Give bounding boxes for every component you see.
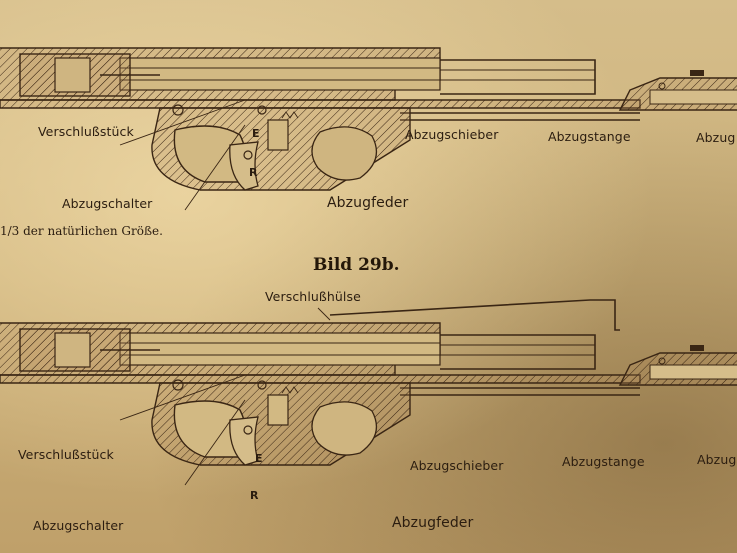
label-abzugstange-upper: Abzugstange (548, 129, 631, 144)
label-r-lower: R (250, 489, 259, 502)
label-abzugfeder-lower: Abzugfeder (392, 515, 474, 531)
label-abzug-lower: Abzug (697, 452, 737, 467)
label-verschlussstueck-lower: Verschlußstück (18, 447, 114, 462)
scale-caption: 1/3 der natürlichen Größe. (0, 224, 163, 238)
label-abzugschieber-upper: Abzugschieber (405, 127, 499, 142)
label-abzugschalter-lower: Abzugschalter (33, 518, 124, 533)
label-verschlusshuelse-lower: Verschlußhülse (265, 289, 361, 304)
figure-title: Bild 29b. (313, 255, 400, 275)
label-abzugschalter-upper: Abzugschalter (62, 196, 153, 211)
label-e-upper: E (252, 127, 260, 140)
label-verschlussstueck-upper: Verschlußstück (38, 124, 134, 139)
label-abzug-upper: Abzug (696, 130, 736, 145)
label-abzugfeder-upper: Abzugfeder (327, 195, 409, 211)
receiver-cover-outline (329, 299, 620, 331)
label-abzugstange-lower: Abzugstange (562, 454, 645, 469)
label-e-lower: E (255, 452, 263, 465)
label-r-upper: R (249, 166, 258, 179)
label-abzugschieber-lower: Abzugschieber (410, 458, 504, 473)
